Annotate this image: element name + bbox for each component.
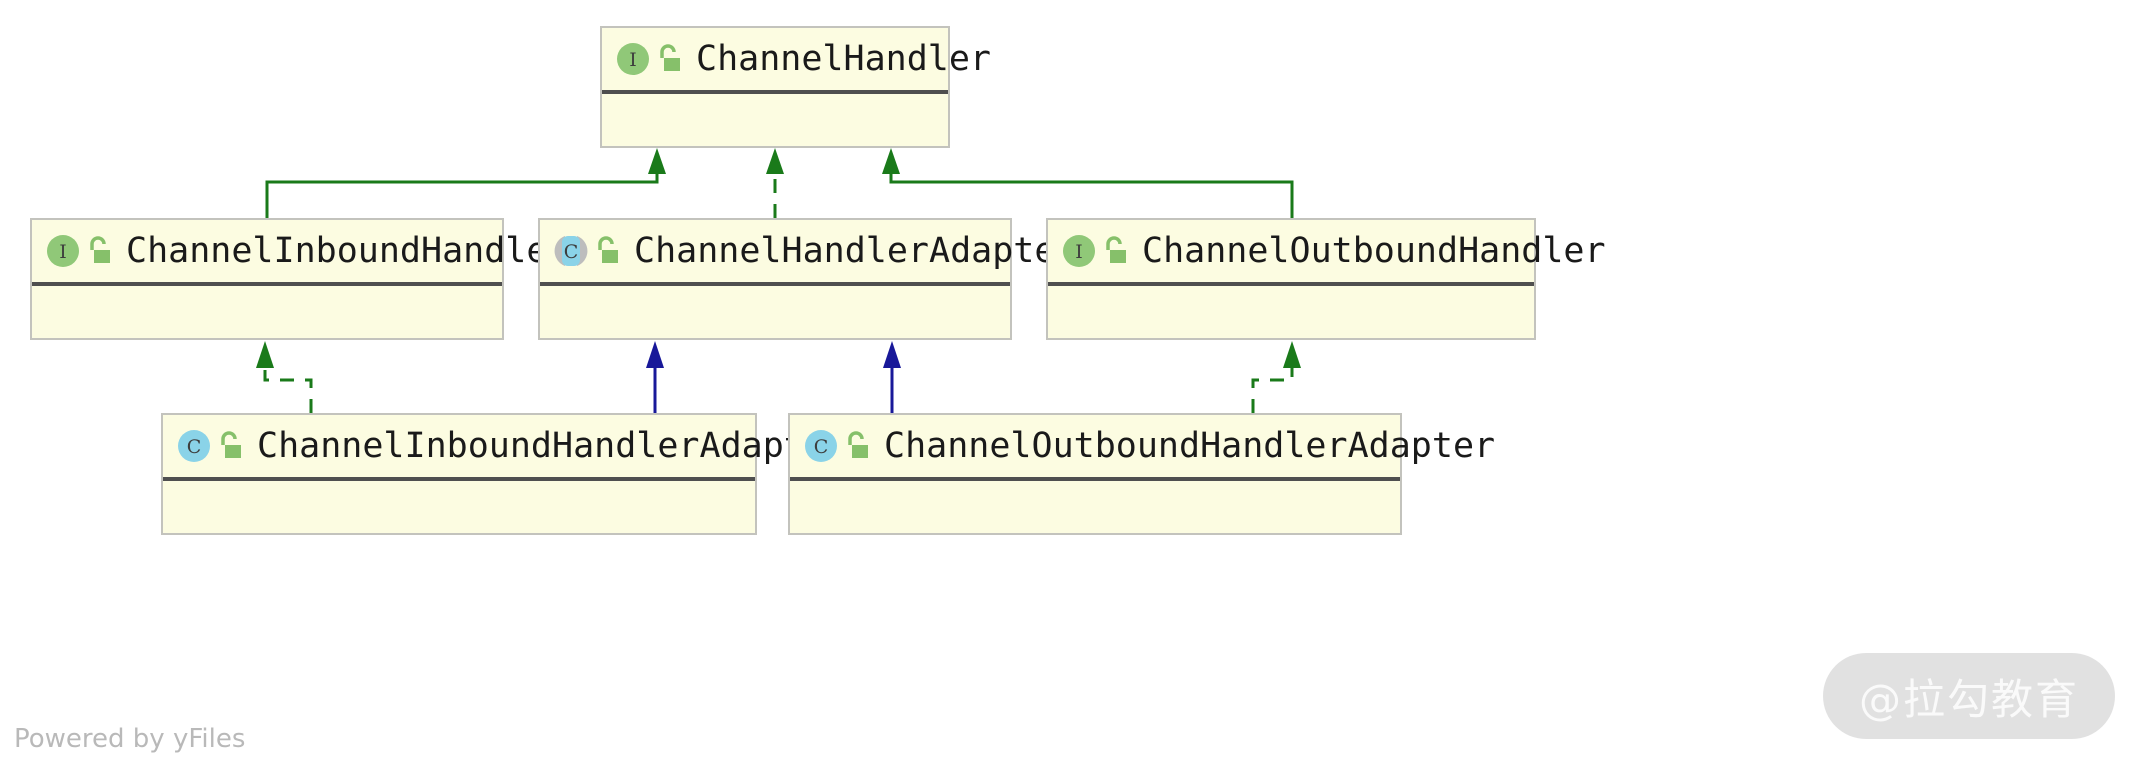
- class-icon: C: [804, 429, 838, 463]
- svg-text:I: I: [629, 49, 637, 71]
- class-title-row: I ChannelOutboundHandler: [1048, 220, 1606, 282]
- class-separator: [790, 477, 1400, 481]
- class-name: ChannelOutboundHandlerAdapter: [884, 426, 1496, 466]
- class-node-channel-inbound-handler[interactable]: I ChannelInboundHandler: [30, 218, 569, 340]
- unlocked-padlock-icon: [592, 236, 620, 266]
- class-title-row: C ChannelInboundHandlerAdapter: [163, 415, 847, 477]
- class-name: ChannelInboundHandlerAdapter: [257, 426, 848, 466]
- interface-icon: I: [1062, 234, 1096, 268]
- class-separator: [32, 282, 502, 286]
- class-members-compartment: [32, 286, 502, 346]
- unlocked-padlock-icon: [1100, 236, 1128, 266]
- powered-by-label: Powered by yFiles: [14, 724, 246, 754]
- class-separator: [540, 282, 1010, 286]
- class-members-compartment: [602, 94, 948, 154]
- class-members-compartment: [790, 481, 1400, 541]
- class-members-compartment: [540, 286, 1010, 346]
- class-name: ChannelInboundHandler: [126, 231, 569, 271]
- watermark-badge: @拉勾教育: [1823, 653, 2115, 739]
- watermark-text: @拉勾教育: [1858, 674, 2079, 724]
- class-node-channel-outbound-handler[interactable]: I ChannelOutboundHandler: [1046, 218, 1606, 340]
- edge-outbound-adapter-implements-outbound: [1251, 341, 1301, 413]
- svg-text:C: C: [564, 241, 579, 263]
- class-name: ChannelOutboundHandler: [1142, 231, 1606, 271]
- interface-icon: I: [616, 42, 650, 76]
- class-node-channel-handler[interactable]: I ChannelHandler: [600, 26, 991, 148]
- unlocked-padlock-icon: [84, 236, 112, 266]
- class-node-channel-outbound-handler-adapter[interactable]: C ChannelOutboundHandlerAdapter: [788, 413, 1495, 535]
- class-name: ChannelHandlerAdapter: [634, 231, 1077, 271]
- class-node-channel-handler-adapter[interactable]: C ChannelHandlerAdapter: [538, 218, 1077, 340]
- class-node-channel-inbound-handler-adapter[interactable]: C ChannelInboundHandlerAdapter: [161, 413, 847, 535]
- svg-text:C: C: [187, 436, 202, 458]
- svg-text:C: C: [814, 436, 829, 458]
- abstract-class-icon: C: [554, 234, 588, 268]
- class-title-row: C ChannelHandlerAdapter: [540, 220, 1077, 282]
- class-members-compartment: [163, 481, 755, 541]
- unlocked-padlock-icon: [215, 431, 243, 461]
- unlocked-padlock-icon: [842, 431, 870, 461]
- edge-inbound-adapter-implements-inbound: [256, 341, 313, 413]
- class-icon: C: [177, 429, 211, 463]
- class-title-row: C ChannelOutboundHandlerAdapter: [790, 415, 1495, 477]
- class-members-compartment: [1048, 286, 1534, 346]
- class-separator: [1048, 282, 1534, 286]
- unlocked-padlock-icon: [654, 44, 682, 74]
- class-title-row: I ChannelInboundHandler: [32, 220, 569, 282]
- interface-icon: I: [46, 234, 80, 268]
- edge-outbound-extends-handler: [882, 148, 1294, 218]
- svg-text:I: I: [1075, 241, 1083, 263]
- class-separator: [163, 477, 755, 481]
- edge-inbound-extends-handler: [265, 148, 666, 218]
- edge-adapter-implements-handler: [766, 148, 784, 218]
- class-separator: [602, 90, 948, 94]
- svg-text:I: I: [59, 241, 67, 263]
- class-name: ChannelHandler: [696, 39, 992, 79]
- class-title-row: I ChannelHandler: [602, 28, 991, 90]
